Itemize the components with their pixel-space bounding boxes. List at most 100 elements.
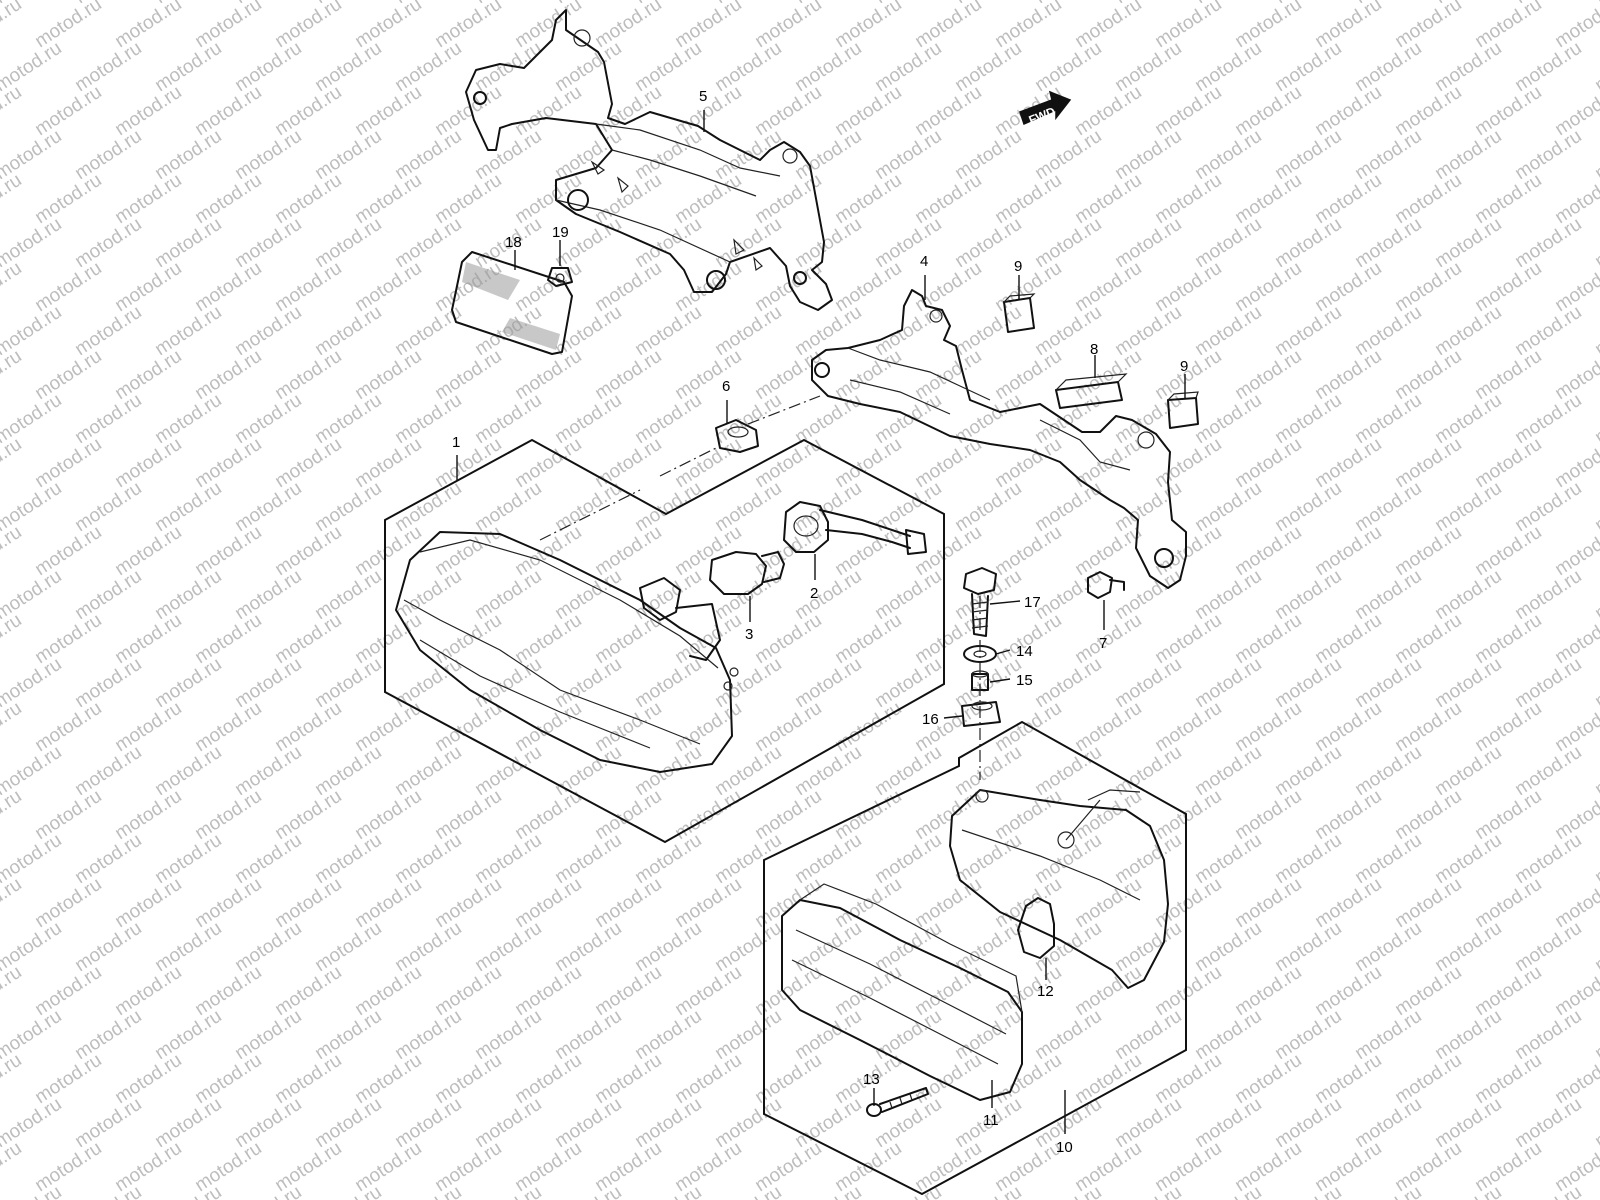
watermark-text: motod.ru bbox=[511, 1050, 585, 1108]
watermark-text: motod.ru bbox=[1591, 654, 1600, 712]
watermark-text: motod.ru bbox=[1471, 1050, 1545, 1108]
watermark-text: motod.ru bbox=[551, 742, 625, 800]
watermark-text: motod.ru bbox=[871, 214, 945, 272]
watermark-text: motod.ru bbox=[1351, 742, 1425, 800]
watermark-text: motod.ru bbox=[711, 478, 785, 536]
watermark-text: motod.ru bbox=[551, 126, 625, 184]
watermark-text: motod.ru bbox=[991, 1050, 1065, 1108]
watermark-text: motod.ru bbox=[1591, 1094, 1600, 1152]
watermark-text: motod.ru bbox=[1271, 126, 1345, 184]
watermark-text: motod.ru bbox=[1391, 874, 1465, 932]
watermark-text: motod.ru bbox=[231, 38, 305, 96]
watermark-text: motod.ru bbox=[1071, 82, 1145, 140]
watermark-text: motod.ru bbox=[911, 82, 985, 140]
watermark-text: motod.ru bbox=[1031, 918, 1105, 976]
watermark-text: motod.ru bbox=[151, 1182, 225, 1200]
watermark-text: motod.ru bbox=[751, 1138, 825, 1196]
watermark-text: motod.ru bbox=[231, 126, 305, 184]
watermark-text: motod.ru bbox=[791, 302, 865, 360]
watermark-text: motod.ru bbox=[831, 170, 905, 228]
watermark-text: motod.ru bbox=[911, 1050, 985, 1108]
watermark-text: motod.ru bbox=[1311, 962, 1385, 1020]
watermark-text: motod.ru bbox=[431, 522, 505, 580]
watermark-text: motod.ru bbox=[591, 522, 665, 580]
reflector bbox=[451, 251, 573, 355]
watermark-text: motod.ru bbox=[711, 1094, 785, 1152]
watermark-text: motod.ru bbox=[271, 1050, 345, 1108]
watermark-text: motod.ru bbox=[1031, 742, 1105, 800]
watermark-text: motod.ru bbox=[1591, 742, 1600, 800]
watermark-text: motod.ru bbox=[1351, 654, 1425, 712]
watermark-text: motod.ru bbox=[991, 1138, 1065, 1196]
watermark-text: motod.ru bbox=[471, 1182, 545, 1200]
watermark-text: motod.ru bbox=[1591, 38, 1600, 96]
callout-19: 19 bbox=[552, 224, 569, 241]
watermark-text: motod.ru bbox=[231, 1094, 305, 1152]
watermark-text: motod.ru bbox=[111, 170, 185, 228]
watermark-text: motod.ru bbox=[231, 918, 305, 976]
watermark-text: motod.ru bbox=[1191, 214, 1265, 272]
watermark-text: motod.ru bbox=[1511, 566, 1585, 624]
watermark-text: motod.ru bbox=[391, 830, 465, 888]
watermark-text: motod.ru bbox=[1111, 302, 1185, 360]
watermark-text: motod.ru bbox=[1391, 610, 1465, 668]
watermark-text: motod.ru bbox=[1591, 918, 1600, 976]
watermark-text: motod.ru bbox=[1231, 610, 1305, 668]
watermark-text: motod.ru bbox=[671, 874, 745, 932]
watermark-text: motod.ru bbox=[231, 1182, 305, 1200]
watermark-text: motod.ru bbox=[551, 654, 625, 712]
watermark-text: motod.ru bbox=[1391, 258, 1465, 316]
watermark-text: motod.ru bbox=[391, 566, 465, 624]
watermark-text: motod.ru bbox=[1351, 1006, 1425, 1064]
watermark-text: motod.ru bbox=[631, 654, 705, 712]
watermark-text: motod.ru bbox=[471, 654, 545, 712]
watermark-text: motod.ru bbox=[351, 258, 425, 316]
watermark-text: motod.ru bbox=[831, 258, 905, 316]
watermark-text: motod.ru bbox=[1471, 434, 1545, 492]
watermark-text: motod.ru bbox=[1511, 1006, 1585, 1064]
grommet-6 bbox=[715, 419, 759, 453]
watermark-text: motod.ru bbox=[111, 258, 185, 316]
watermark-text: motod.ru bbox=[1151, 346, 1225, 404]
watermark-text: motod.ru bbox=[791, 1006, 865, 1064]
watermark-text: motod.ru bbox=[1191, 302, 1265, 360]
watermark-text: motod.ru bbox=[991, 962, 1065, 1020]
watermark-text: motod.ru bbox=[351, 434, 425, 492]
watermark-text: motod.ru bbox=[711, 830, 785, 888]
watermark-text: motod.ru bbox=[471, 918, 545, 976]
watermark-text: motod.ru bbox=[1511, 478, 1585, 536]
watermark-text: motod.ru bbox=[591, 258, 665, 316]
watermark-text: motod.ru bbox=[991, 434, 1065, 492]
watermark-text: motod.ru bbox=[1151, 698, 1225, 756]
watermark-text: motod.ru bbox=[471, 830, 545, 888]
watermark-text: motod.ru bbox=[711, 566, 785, 624]
watermark-text: motod.ru bbox=[1351, 214, 1425, 272]
watermark-text: motod.ru bbox=[151, 1094, 225, 1152]
watermark-text: motod.ru bbox=[551, 1094, 625, 1152]
watermark-text: motod.ru bbox=[551, 214, 625, 272]
watermark-text: motod.ru bbox=[1271, 1182, 1345, 1200]
watermark-text: motod.ru bbox=[71, 830, 145, 888]
pad-9-upper bbox=[1003, 293, 1036, 333]
watermark-text: motod.ru bbox=[191, 170, 265, 228]
watermark-text: motod.ru bbox=[911, 874, 985, 932]
watermark-text: motod.ru bbox=[231, 214, 305, 272]
watermark-text: motod.ru bbox=[1351, 918, 1425, 976]
watermark-text: motod.ru bbox=[591, 1138, 665, 1196]
watermark-text: motod.ru bbox=[871, 566, 945, 624]
watermark-text: motod.ru bbox=[471, 126, 545, 184]
watermark-text: motod.ru bbox=[671, 1050, 745, 1108]
watermark-text: motod.ru bbox=[1231, 698, 1305, 756]
watermark-text: motod.ru bbox=[0, 1050, 26, 1108]
callout-18: 18 bbox=[505, 234, 522, 251]
watermark-text: motod.ru bbox=[391, 1182, 465, 1200]
watermark-text: motod.ru bbox=[911, 346, 985, 404]
watermark-text: motod.ru bbox=[671, 962, 745, 1020]
watermark-text: motod.ru bbox=[1071, 258, 1145, 316]
watermark-text: motod.ru bbox=[31, 522, 105, 580]
watermark-text: motod.ru bbox=[1151, 874, 1225, 932]
watermark-text: motod.ru bbox=[231, 742, 305, 800]
watermark-text: motod.ru bbox=[231, 566, 305, 624]
watermark-text: motod.ru bbox=[151, 566, 225, 624]
watermark-text: motod.ru bbox=[711, 214, 785, 272]
